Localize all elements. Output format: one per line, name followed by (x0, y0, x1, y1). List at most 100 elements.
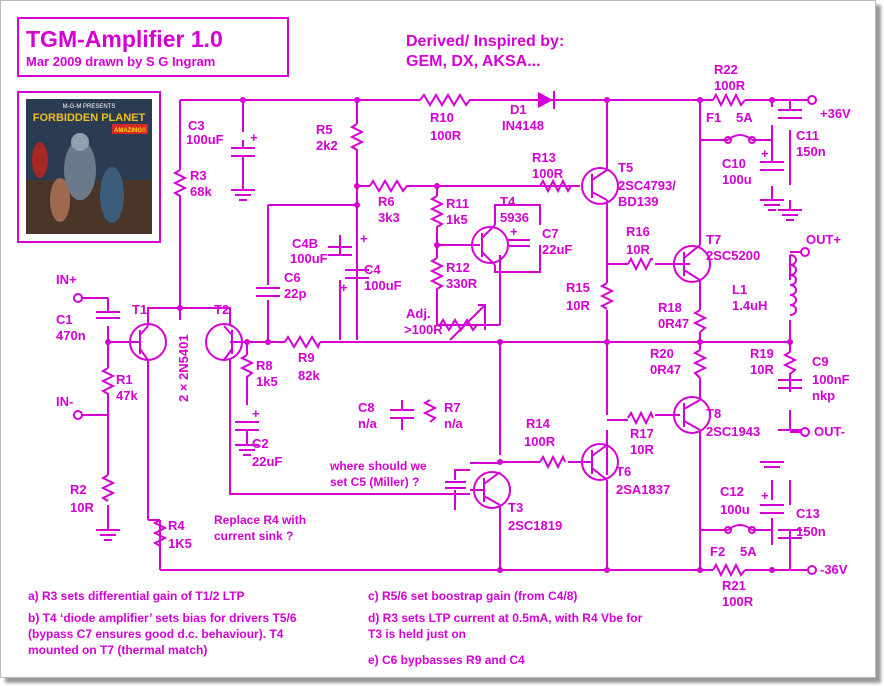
label-t2: T2 (214, 302, 229, 317)
label-r5: R5 (316, 122, 333, 137)
label-c4-value: 100uF (364, 278, 402, 293)
svg-text:+: + (340, 280, 348, 295)
forbidden-planet-poster: M-G-M PRESENTS FORBIDDEN PLANET AMAZING!… (17, 91, 161, 243)
note-d-1: d) R3 sets LTP current at 0.5mA, with R4… (368, 611, 643, 625)
resistor-r1 (100, 367, 116, 400)
label-c2: C2 (252, 436, 269, 451)
poster-title: FORBIDDEN PLANET (33, 112, 146, 124)
label-r4-note-2: current sink ? (214, 529, 293, 543)
label-t5: T5 (618, 160, 633, 175)
label-transistor-pair: 2 × 2N5401 (176, 334, 191, 402)
inspired-line-2: GEM, DX, AKSA... (406, 53, 541, 70)
label-t4: T4 (500, 194, 516, 209)
resistor-r8 (239, 354, 255, 380)
label-r2: R2 (70, 482, 87, 497)
resistor-r17 (627, 410, 654, 426)
label-c8-value: n/a (358, 416, 378, 431)
label-c7-value: 22uF (542, 242, 572, 257)
svg-text:+: + (252, 406, 260, 421)
capacitor-c8 (390, 400, 414, 430)
resistor-r13 (539, 178, 580, 194)
capacitor-c11 (778, 109, 802, 119)
label-r1-value: 47k (116, 388, 138, 403)
svg-text:+: + (761, 146, 769, 161)
label-c2-value: 22uF (252, 454, 282, 469)
label-r4-note-1: Replace R4 with (214, 513, 306, 527)
capacitor-c3 (231, 140, 255, 157)
label-r19-value: 10R (750, 362, 774, 377)
label-c6: C6 (284, 270, 301, 285)
label-r8: R8 (256, 358, 273, 373)
capacitor-c10 (760, 161, 784, 171)
label-t7: T7 (706, 232, 721, 247)
label-miller-2: set C5 (Miller) ? (330, 475, 419, 489)
label-r17: R17 (630, 426, 654, 441)
label-r10-value: 100R (430, 128, 462, 143)
label-r21: R21 (722, 578, 746, 593)
label-vplus: +36V (820, 106, 851, 121)
label-in-plus: IN+ (56, 272, 77, 287)
label-out-minus: OUT- (814, 424, 845, 439)
resistor-r2 (100, 474, 116, 502)
ground-symbols (96, 189, 802, 541)
resistor-r16 (627, 256, 653, 272)
note-c: c) R5/6 set boostrap gain (from C4/8) (368, 589, 577, 603)
label-out-plus: OUT+ (806, 232, 841, 247)
label-r22-value: 100R (714, 78, 746, 93)
label-c1: C1 (56, 312, 73, 327)
label-t3: T3 (508, 500, 523, 515)
capacitor-c2 (235, 421, 259, 431)
design-notes: a) R3 sets differential gain of T1/2 LTP… (28, 589, 643, 667)
title-box (17, 17, 289, 77)
polarity-marks: +++ +++ + (250, 130, 769, 503)
resistor-r10 (419, 93, 480, 107)
label-r16: R16 (626, 224, 650, 239)
label-c9-value-2: nkp (812, 388, 835, 403)
label-r15: R15 (566, 280, 590, 295)
subtitle: Mar 2009 drawn by S G Ingram (26, 54, 215, 69)
capacitor-c1 (96, 311, 120, 319)
label-r17-value: 10R (630, 442, 654, 457)
capacitor-c13 (778, 529, 802, 539)
capacitor-c4 (345, 269, 369, 279)
resistor-r11 (429, 195, 445, 236)
label-r12-value: 330R (446, 276, 478, 291)
label-r9: R9 (298, 350, 315, 365)
label-adj-value: >100R (404, 322, 443, 337)
resistor-adj (439, 304, 486, 341)
capacitor-c6 (256, 287, 280, 297)
component-labels: R22 100R +36V R10 100R D1 IN4148 C3 100u… (56, 62, 851, 609)
poster-top: M-G-M PRESENTS (63, 104, 116, 110)
transistors (129, 167, 711, 509)
label-c12-value: 100u (720, 502, 750, 517)
label-r3: R3 (190, 168, 207, 183)
label-f1-value: 5A (736, 110, 753, 125)
svg-text:+: + (510, 224, 518, 239)
label-d1-value: IN4148 (502, 118, 544, 133)
label-f2-value: 5A (740, 544, 757, 559)
label-r14: R14 (526, 416, 551, 431)
label-r9-value: 82k (298, 368, 320, 383)
title: TGM-Amplifier 1.0 (26, 26, 223, 52)
resistor-r4 (152, 519, 168, 547)
label-t1: T1 (132, 302, 147, 317)
label-l1: L1 (732, 282, 747, 297)
label-r2-value: 10R (70, 500, 94, 515)
label-c11: C11 (796, 128, 819, 143)
label-r19: R19 (750, 346, 774, 361)
transistor-t7 (673, 245, 711, 283)
label-c9-value: 100nF (812, 372, 850, 387)
junction-dots (105, 97, 793, 573)
label-t5-value-2: BD139 (618, 194, 658, 209)
resistor-r6 (369, 179, 410, 193)
label-c10-value: 100u (722, 172, 752, 187)
label-r4: R4 (168, 518, 185, 533)
capacitor-c7 (508, 239, 530, 247)
label-r13-value: 100R (532, 166, 564, 181)
label-t5-value: 2SC4793/ (618, 178, 676, 193)
label-r1: R1 (116, 372, 133, 387)
label-t6-value: 2SA1837 (616, 482, 670, 497)
label-c11-value: 150n (796, 144, 826, 159)
label-c7: C7 (542, 226, 559, 241)
capacitor-c9 (778, 379, 802, 389)
